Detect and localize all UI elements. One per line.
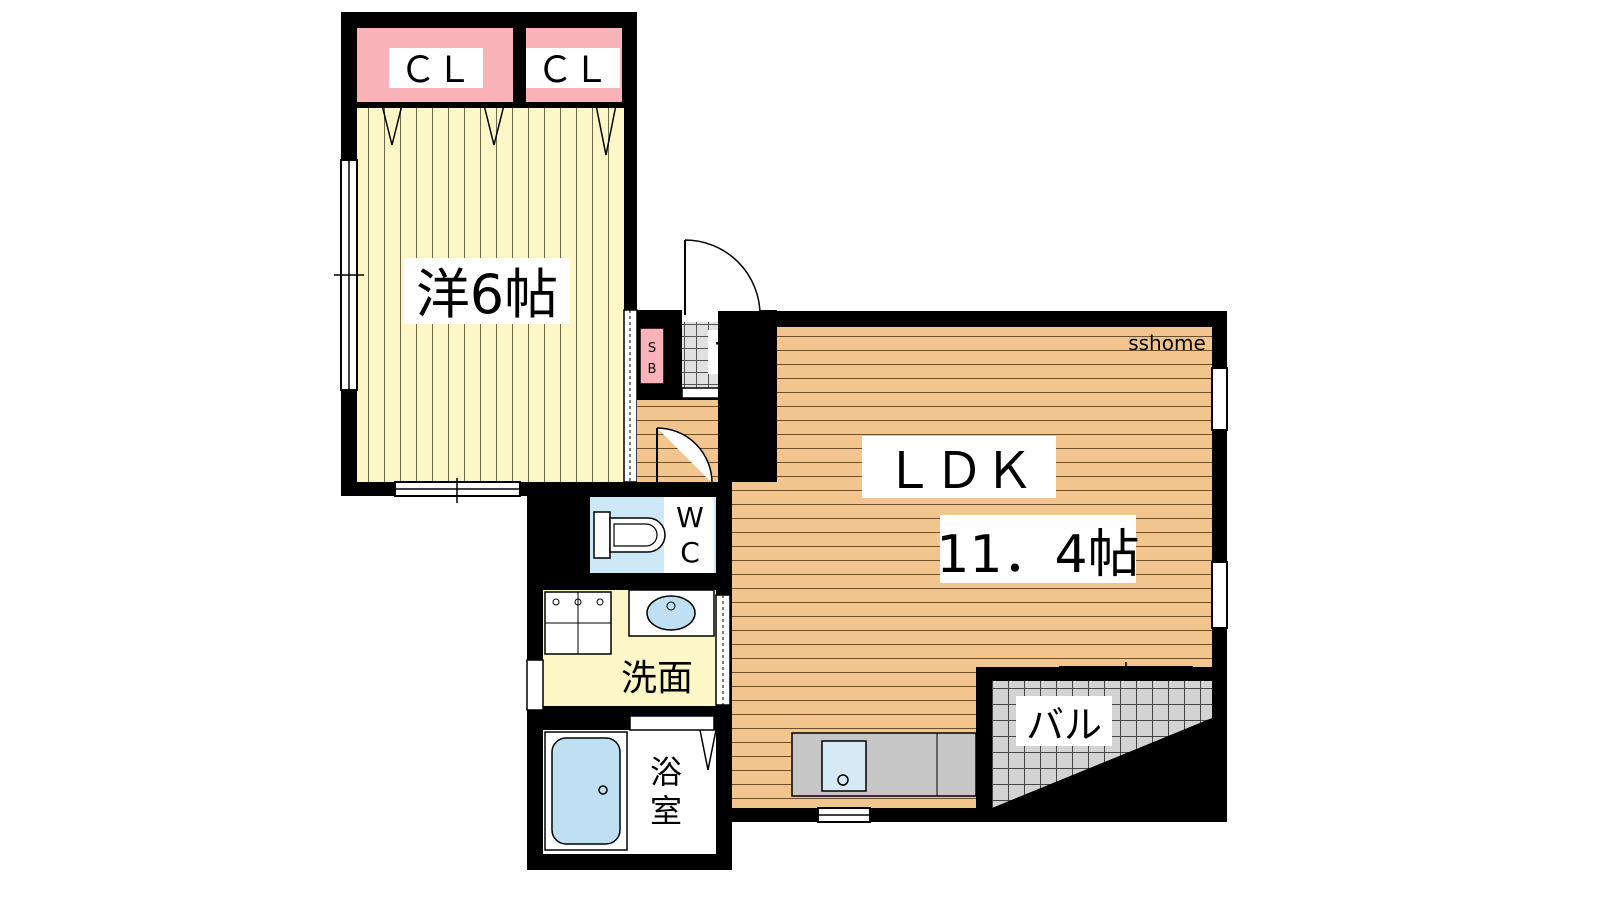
- washroom: [526, 580, 732, 716]
- ldk-size-label: 11．4帖: [936, 525, 1139, 585]
- ldk-label: ＬＤＫ: [884, 442, 1034, 500]
- closet-left: [357, 28, 513, 146]
- washroom-label: 洗面: [621, 658, 693, 699]
- balcony-label: バル: [1026, 703, 1102, 747]
- shoe-box-label-1: S: [648, 341, 656, 356]
- watermark: sshome: [1128, 331, 1206, 355]
- closet-right: [526, 28, 622, 156]
- bathroom-label-2: 室: [650, 792, 682, 830]
- toilet-label-1: W: [676, 501, 704, 534]
- balcony: [976, 667, 1227, 822]
- closet-right-label: ＣＬ: [537, 50, 609, 91]
- bathroom-label-1: 浴: [650, 753, 682, 791]
- bathroom: [527, 715, 732, 870]
- toilet-label-2: C: [680, 536, 700, 569]
- toilet: [527, 482, 732, 580]
- western-room-label: 洋6帖: [416, 263, 558, 326]
- closet-left-label: ＣＬ: [400, 50, 472, 91]
- shoe-box-label-2: B: [648, 362, 657, 377]
